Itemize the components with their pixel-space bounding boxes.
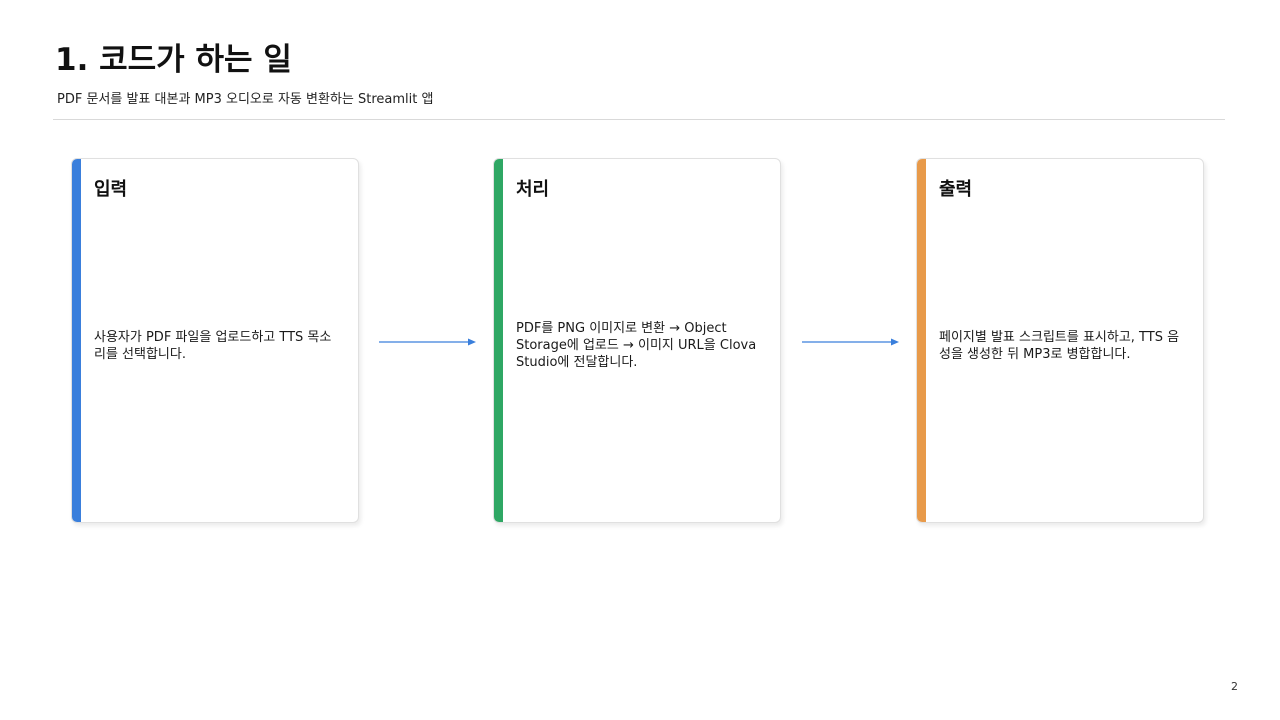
step-description-box: PDF를 PNG 이미지로 변환 → Object Storage에 업로드 →… [516,159,762,522]
step-card-input: 입력 사용자가 PDF 파일을 업로드하고 TTS 목소리를 선택합니다. [71,158,359,523]
arrow-right-icon [802,338,899,346]
step-title: 입력 [94,179,128,200]
step-card-processing: 처리 PDF를 PNG 이미지로 변환 → Object Storage에 업로… [493,158,781,523]
step-accent-bar [72,159,81,522]
step-accent-bar [917,159,926,522]
step-description: PDF를 PNG 이미지로 변환 → Object Storage에 업로드 →… [516,321,757,370]
step-description: 사용자가 PDF 파일을 업로드하고 TTS 목소리를 선택합니다. [94,329,332,362]
title-divider [53,119,1225,120]
step-accent-bar [494,159,503,522]
step-card-output: 출력 페이지별 발표 스크립트를 표시하고, TTS 음성을 생성한 뒤 MP3… [916,158,1204,523]
step-description-box: 사용자가 PDF 파일을 업로드하고 TTS 목소리를 선택합니다. [94,159,340,522]
step-title: 처리 [516,179,550,200]
step-description-box: 페이지별 발표 스크립트를 표시하고, TTS 음성을 생성한 뒤 MP3로 병… [939,159,1185,522]
arrow-head [468,338,476,346]
arrow-head [891,338,899,346]
slide-title: 1. 코드가 하는 일 [55,42,292,78]
step-description: 페이지별 발표 스크립트를 표시하고, TTS 음성을 생성한 뒤 MP3로 병… [939,329,1180,362]
arrow-right-icon [379,338,476,346]
slide-subtitle: PDF 문서를 발표 대본과 MP3 오디오로 자동 변환하는 Streamli… [57,92,434,107]
page-number: 2 [1231,680,1238,693]
step-title: 출력 [939,179,973,200]
